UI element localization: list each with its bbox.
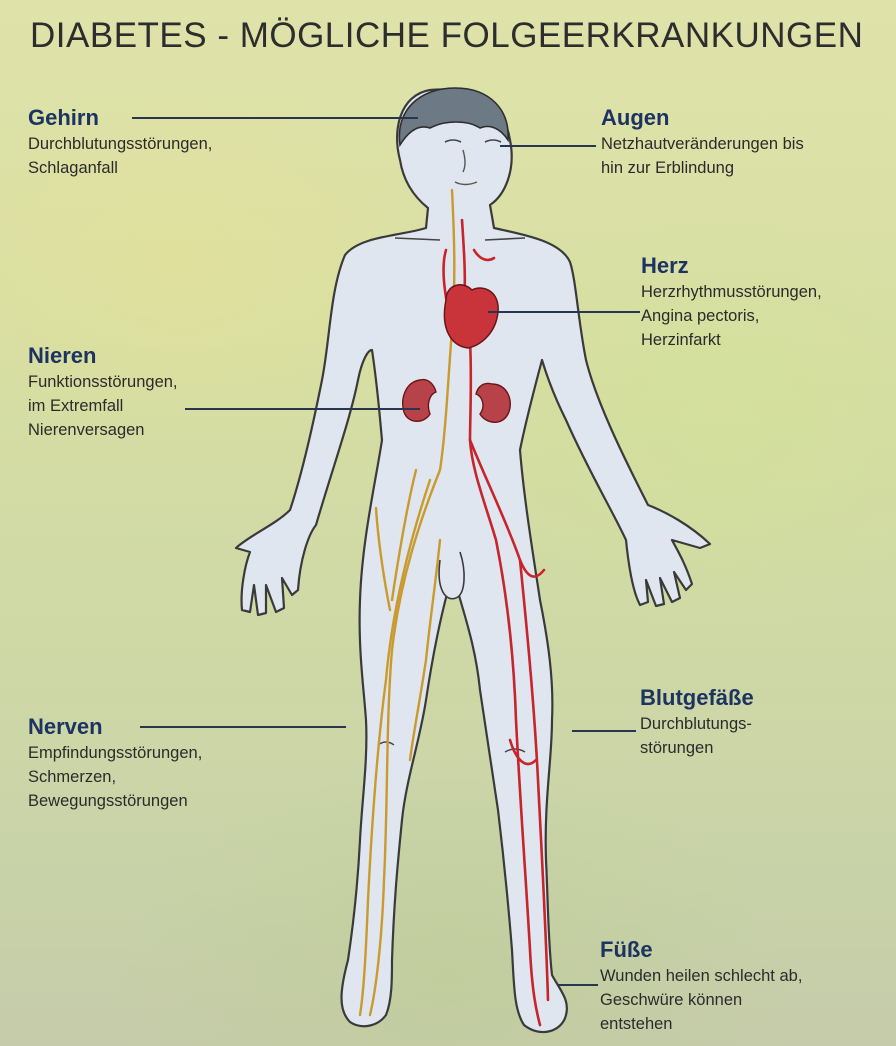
- label-blutgefaesse-title: Blutgefäße: [640, 684, 754, 712]
- label-fuesse: Füße Wunden heilen schlecht ab, Geschwür…: [600, 936, 802, 1036]
- label-nieren: Nieren Funktionsstörungen, im Extremfall…: [28, 342, 178, 442]
- label-augen: Augen Netzhautveränderungen bis hin zur …: [601, 104, 804, 180]
- label-fuesse-title: Füße: [600, 936, 802, 964]
- label-blutgefaesse: Blutgefäße Durchblutungs- störungen: [640, 684, 754, 760]
- groin-outline: [439, 552, 464, 599]
- label-nerven: Nerven Empfindungsstörungen, Schmerzen, …: [28, 713, 202, 813]
- label-nerven-title: Nerven: [28, 713, 202, 741]
- label-gehirn: Gehirn Durchblutungsstörungen, Schlaganf…: [28, 104, 212, 180]
- label-nieren-text: Funktionsstörungen, im Extremfall Nieren…: [28, 370, 178, 442]
- body-silhouette: [236, 89, 710, 1032]
- label-nerven-text: Empfindungsstörungen, Schmerzen, Bewegun…: [28, 741, 202, 813]
- label-gehirn-title: Gehirn: [28, 104, 212, 132]
- label-fuesse-text: Wunden heilen schlecht ab, Geschwüre kön…: [600, 964, 802, 1036]
- label-gehirn-text: Durchblutungsstörungen, Schlaganfall: [28, 132, 212, 180]
- label-herz-text: Herzrhythmusstörungen, Angina pectoris, …: [641, 280, 822, 352]
- label-augen-text: Netzhautveränderungen bis hin zur Erblin…: [601, 132, 804, 180]
- label-augen-title: Augen: [601, 104, 804, 132]
- label-blutgefaesse-text: Durchblutungs- störungen: [640, 712, 754, 760]
- label-herz: Herz Herzrhythmusstörungen, Angina pecto…: [641, 252, 822, 352]
- label-nieren-title: Nieren: [28, 342, 178, 370]
- label-herz-title: Herz: [641, 252, 822, 280]
